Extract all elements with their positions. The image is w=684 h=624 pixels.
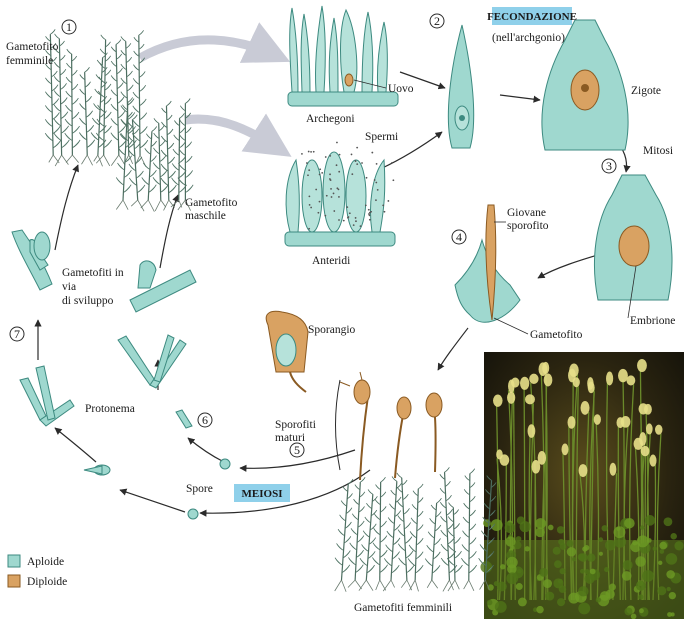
young-sporophyte-illustration [454, 204, 521, 323]
label-giovane-sporofito-2: sporofito [507, 220, 549, 232]
step-circle-4 [451, 229, 467, 245]
label-mitosi: Mitosi [643, 145, 673, 157]
step-7: 7 [14, 327, 20, 341]
step-3: 3 [606, 159, 612, 173]
step-2: 2 [434, 14, 440, 28]
legend-swatch-aploide [7, 554, 21, 568]
arrow-female-to-archegonia [137, 22, 291, 63]
label-meiosi: MEIOSI [242, 488, 283, 500]
leader-lines [353, 79, 637, 335]
boxed-terms: FECONDAZIONE MEIOSI [234, 7, 577, 502]
label-sporangio: Sporangio [308, 324, 356, 336]
legend-swatch-diploide [7, 574, 21, 588]
label-uovo: Uovo [388, 83, 414, 95]
moss-photo [480, 352, 684, 620]
label-spermi: Spermi [365, 131, 398, 143]
fertilization-archegonium [447, 24, 475, 149]
archegonia-illustration [287, 5, 399, 107]
label-gametofiti-sviluppo-3: di sviluppo [62, 295, 114, 307]
legend: Aploide Diploide [7, 554, 67, 588]
developing-gametophytes [11, 229, 197, 313]
step-circle-7 [9, 326, 25, 342]
label-embrione: Embrione [630, 315, 675, 327]
label-gametofiti-femminili: Gametofiti femminili [354, 602, 452, 614]
zygote-illustration [541, 19, 629, 151]
step-circle-6 [197, 412, 213, 428]
legend-label-diploide: Diploide [27, 576, 67, 588]
label-gametofito: Gametofito [530, 329, 583, 341]
label-gametofiti-sviluppo-2: via [62, 281, 76, 293]
meiosi-box [234, 484, 290, 502]
label-gametofito-maschile-2: maschile [185, 210, 226, 222]
step-circle-3 [601, 158, 617, 174]
step-5: 5 [294, 443, 300, 457]
label-gametofiti-sviluppo-1: Gametofiti in [62, 267, 124, 279]
label-fecondazione-sub: (nell'archgonio) [492, 32, 565, 44]
process-arrows [137, 22, 292, 157]
female-gametophyte-plant [44, 29, 149, 167]
label-protonema: Protonema [85, 403, 135, 415]
sporangium-illustration [265, 310, 309, 393]
label-gametofito-maschile-1: Gametofito [185, 197, 238, 209]
protonema-illustration [19, 334, 231, 520]
mature-sporophytes-illustration [335, 371, 443, 481]
female-gametophytes-bottom [334, 467, 497, 592]
legend-label-aploide: Aploide [27, 556, 64, 568]
step-number-labels: 1 2 3 4 5 6 7 [14, 14, 612, 457]
label-archegoni: Archegoni [306, 113, 355, 125]
male-gametophyte-plant [115, 97, 194, 212]
label-anteridi: Anteridi [312, 255, 350, 267]
label-sporofiti-maturi-2: maturi [275, 432, 305, 444]
antheridia-illustration [284, 141, 396, 247]
label-sporofiti-maturi-1: Sporofiti [275, 419, 316, 431]
step-4: 4 [456, 230, 462, 244]
arrow-male-to-antheridia [184, 113, 292, 157]
embryo-illustration [593, 174, 673, 301]
label-fecondazione: FECONDAZIONE [487, 11, 577, 23]
step-circle-2 [429, 13, 445, 29]
step-circle-1 [61, 19, 77, 35]
cycle-arrows [34, 71, 631, 517]
step-circle-5 [289, 442, 305, 458]
step-6: 6 [202, 413, 208, 427]
step-numbers [9, 13, 617, 458]
fecondazione-box [492, 7, 572, 25]
label-gametofito-femminile-1: Gametofito [6, 41, 59, 53]
step-1: 1 [66, 20, 72, 34]
label-giovane-sporofito-1: Giovane [507, 207, 546, 219]
label-zigote: Zigote [631, 85, 661, 97]
labels: Gametofito femminile Gametofito maschile… [6, 32, 675, 614]
label-spore: Spore [186, 483, 213, 495]
label-gametofito-femminile-2: femminile [6, 55, 53, 67]
